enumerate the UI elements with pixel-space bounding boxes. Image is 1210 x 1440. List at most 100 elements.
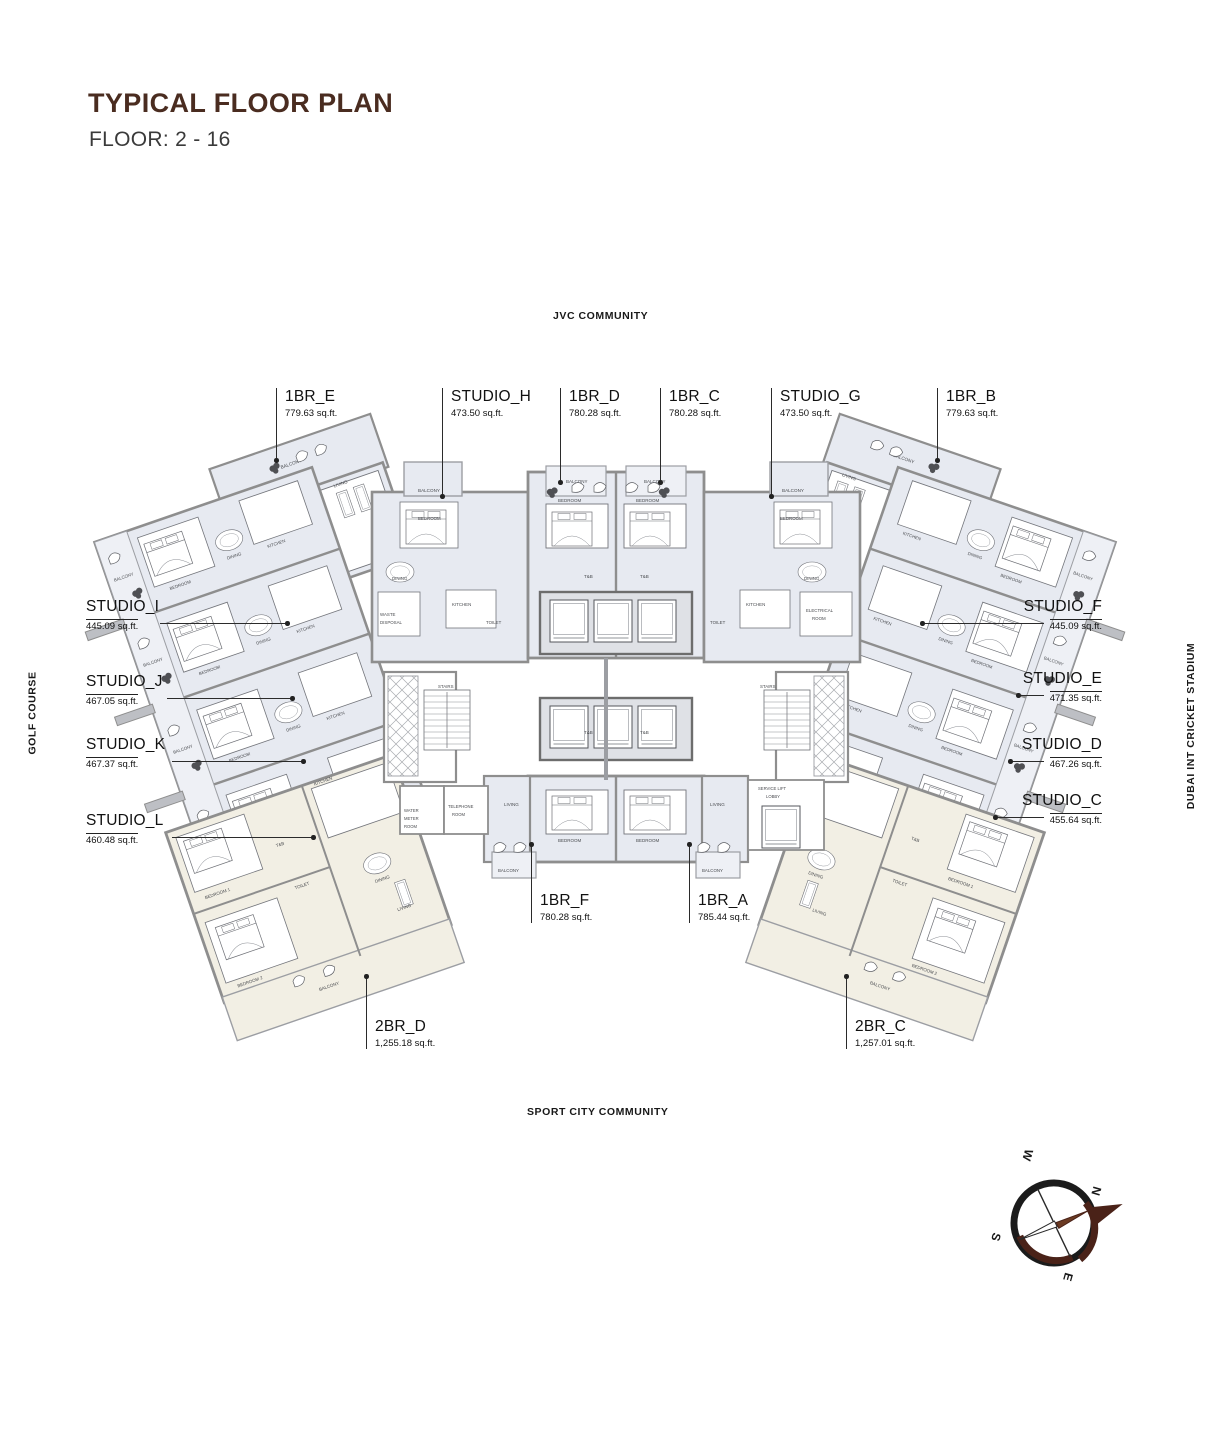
page-subtitle: FLOOR: 2 - 16 bbox=[89, 128, 231, 151]
unit-name: STUDIO_G bbox=[780, 388, 861, 405]
svg-text:DINING: DINING bbox=[879, 808, 895, 818]
leader-dot-studio-c bbox=[993, 815, 998, 820]
unit-label-2br-d[interactable]: 2BR_D 1,255.18 sq.ft. bbox=[366, 1018, 436, 1050]
unit-label-studio-j[interactable]: STUDIO_J 467.05 sq.ft. bbox=[86, 673, 163, 709]
unit-name: STUDIO_F bbox=[1023, 598, 1102, 615]
leader-dot-1br-a bbox=[687, 842, 692, 847]
unit-name: 2BR_D bbox=[375, 1018, 426, 1035]
unit-label-studio-e[interactable]: STUDIO_E 471.35 sq.ft. bbox=[1023, 670, 1102, 706]
svg-text:KITCHEN: KITCHEN bbox=[267, 538, 286, 549]
leader-dot-2br-c bbox=[844, 974, 849, 979]
svg-text:BEDROOM: BEDROOM bbox=[911, 830, 934, 842]
context-label-north: JVC COMMUNITY bbox=[553, 310, 649, 322]
unit-area: 780.28 sq.ft. bbox=[669, 407, 722, 419]
svg-text:TOILET: TOILET bbox=[710, 620, 726, 625]
leader-studio-k bbox=[172, 761, 303, 763]
svg-text:BEDROOM: BEDROOM bbox=[1000, 573, 1023, 585]
unit-area: 1,257.01 sq.ft. bbox=[855, 1037, 916, 1049]
svg-text:BEDROOM: BEDROOM bbox=[169, 579, 192, 591]
svg-text:BEDROOM: BEDROOM bbox=[636, 498, 660, 503]
unit-name: 1BR_B bbox=[946, 388, 997, 405]
svg-text:ELECTRICAL: ELECTRICAL bbox=[806, 608, 834, 613]
unit-area: 779.63 sq.ft. bbox=[285, 407, 338, 419]
unit-label-studio-k[interactable]: STUDIO_K 467.37 sq.ft. bbox=[86, 736, 165, 772]
unit-label-studio-l[interactable]: STUDIO_L 460.48 sq.ft. bbox=[86, 812, 163, 848]
unit-name: 1BR_D bbox=[569, 388, 620, 405]
svg-text:BALCONY: BALCONY bbox=[142, 656, 163, 667]
unit-name: STUDIO_H bbox=[451, 388, 531, 405]
svg-text:KITCHEN: KITCHEN bbox=[902, 531, 921, 542]
svg-text:KITCHEN: KITCHEN bbox=[313, 776, 333, 787]
unit-label-1br-c[interactable]: 1BR_C 780.28 sq.ft. bbox=[660, 388, 722, 420]
svg-text:WASTE: WASTE bbox=[380, 612, 396, 617]
unit-label-1br-d[interactable]: 1BR_D 780.28 sq.ft. bbox=[560, 388, 621, 420]
svg-text:BALCONY: BALCONY bbox=[1073, 570, 1094, 581]
leader-2br-d bbox=[366, 978, 368, 1022]
svg-text:KITCHEN: KITCHEN bbox=[452, 602, 471, 607]
svg-text:BALCONY: BALCONY bbox=[418, 488, 440, 493]
leader-dot-studio-i bbox=[285, 621, 290, 626]
svg-text:T&B: T&B bbox=[275, 841, 285, 849]
leader-dot-1br-d bbox=[558, 480, 563, 485]
unit-area: 445.09 sq.ft. bbox=[86, 618, 139, 632]
svg-text:BALCONY: BALCONY bbox=[893, 453, 915, 465]
leader-2br-c bbox=[846, 978, 848, 1022]
unit-label-1br-a[interactable]: 1BR_A 785.44 sq.ft. bbox=[689, 892, 750, 924]
svg-text:DINING: DINING bbox=[804, 576, 820, 581]
leader-1br-e bbox=[276, 418, 278, 460]
unit-label-studio-h[interactable]: STUDIO_H 473.50 sq.ft. bbox=[442, 388, 531, 420]
unit-label-studio-f[interactable]: STUDIO_F 445.09 sq.ft. bbox=[1024, 598, 1102, 634]
svg-text:BEDROOM: BEDROOM bbox=[558, 498, 582, 503]
leader-1br-d bbox=[560, 418, 562, 482]
context-label-south: SPORT CITY COMMUNITY bbox=[527, 1106, 669, 1118]
unit-label-studio-d[interactable]: STUDIO_D 467.26 sq.ft. bbox=[1022, 736, 1102, 772]
svg-text:BALCONY: BALCONY bbox=[702, 868, 723, 873]
context-label-west: GOLF COURSE bbox=[26, 671, 39, 755]
leader-dot-studio-l bbox=[311, 835, 316, 840]
svg-text:KITCHEN: KITCHEN bbox=[355, 795, 374, 806]
svg-text:METER: METER bbox=[404, 816, 419, 821]
svg-text:DINING: DINING bbox=[392, 576, 408, 581]
svg-text:KITCHEN: KITCHEN bbox=[258, 495, 278, 506]
leader-dot-studio-h bbox=[440, 494, 445, 499]
svg-text:DINING: DINING bbox=[285, 723, 301, 733]
unit-area: 455.64 sq.ft. bbox=[1049, 812, 1102, 826]
unit-label-1br-e[interactable]: 1BR_E 779.63 sq.ft. bbox=[276, 388, 338, 420]
unit-name: STUDIO_D bbox=[1022, 736, 1102, 753]
svg-text:BALCONY: BALCONY bbox=[984, 827, 1005, 838]
leader-1br-c bbox=[660, 418, 662, 482]
leader-dot-1br-b bbox=[935, 458, 940, 463]
svg-text:BALCONY: BALCONY bbox=[869, 980, 891, 992]
unit-label-1br-f[interactable]: 1BR_F 780.28 sq.ft. bbox=[531, 892, 592, 924]
svg-text:DINING: DINING bbox=[226, 551, 242, 561]
svg-text:BEDROOM: BEDROOM bbox=[941, 745, 964, 757]
unit-name: 1BR_A bbox=[698, 892, 749, 909]
leader-dot-studio-g bbox=[769, 494, 774, 499]
leader-studio-f bbox=[922, 623, 1044, 625]
unit-name: STUDIO_I bbox=[86, 598, 160, 615]
svg-text:T&B: T&B bbox=[584, 730, 593, 735]
svg-text:BEDROOM 1: BEDROOM 1 bbox=[947, 876, 974, 889]
leader-1br-a bbox=[689, 846, 691, 892]
context-label-east: DUBAI INT CRICKET STADIUM bbox=[1185, 642, 1198, 810]
unit-label-1br-b[interactable]: 1BR_B 779.63 sq.ft. bbox=[937, 388, 998, 420]
unit-name: 1BR_F bbox=[540, 892, 590, 909]
svg-text:BEDROOM 2: BEDROOM 2 bbox=[237, 975, 264, 988]
unit-name: STUDIO_C bbox=[1022, 792, 1102, 809]
svg-text:BALCONY: BALCONY bbox=[280, 458, 302, 470]
unit-label-2br-c[interactable]: 2BR_C 1,257.01 sq.ft. bbox=[846, 1018, 916, 1050]
unit-name: STUDIO_K bbox=[86, 736, 166, 753]
unit-label-studio-i[interactable]: STUDIO_I 445.09 sq.ft. bbox=[86, 598, 159, 634]
unit-label-studio-c[interactable]: STUDIO_C 455.64 sq.ft. bbox=[1022, 792, 1102, 828]
unit-area: 1,255.18 sq.ft. bbox=[375, 1037, 436, 1049]
unit-area: 445.09 sq.ft. bbox=[1049, 618, 1102, 632]
svg-text:DINING: DINING bbox=[908, 723, 924, 733]
svg-text:BALCONY: BALCONY bbox=[172, 743, 193, 754]
plan-wing-southwest: BEDROOM 1 BEDROOM 2 KITCHEN DINING LIVIN… bbox=[163, 752, 466, 1042]
svg-text:TOILET: TOILET bbox=[486, 620, 502, 625]
plan-core-north: BALCONY BEDROOM DINING KITCHEN WASTEDISP… bbox=[370, 461, 862, 664]
unit-label-studio-g[interactable]: STUDIO_G 473.50 sq.ft. bbox=[771, 388, 861, 420]
svg-text:T&B: T&B bbox=[640, 574, 649, 579]
svg-text:KITCHEN: KITCHEN bbox=[843, 703, 862, 714]
